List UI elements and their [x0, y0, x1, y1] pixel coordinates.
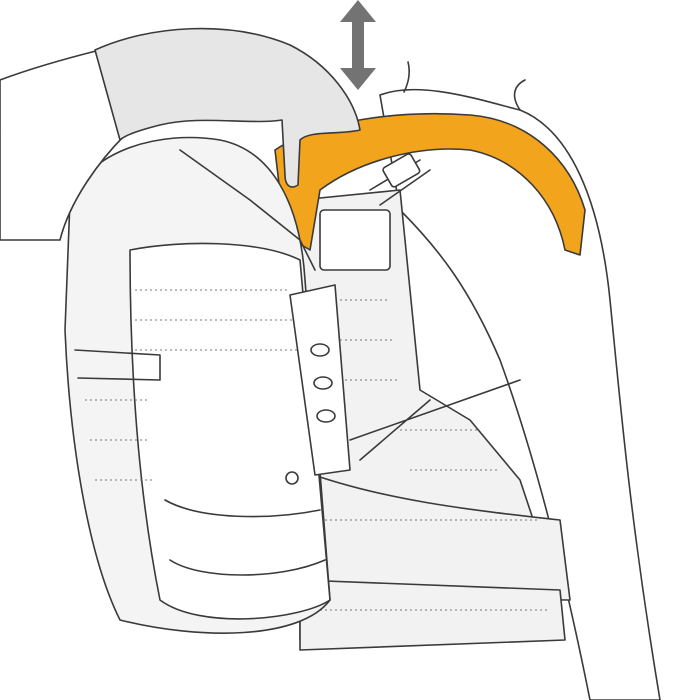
shoulder-harness-highlight — [274, 113, 586, 256]
person-torso — [379, 61, 661, 700]
harness-vest — [299, 189, 571, 651]
up-down-arrow-icon — [340, 0, 376, 90]
backpack — [64, 136, 331, 634]
arm-and-hand — [0, 27, 361, 241]
side-compression-panel — [289, 284, 351, 476]
